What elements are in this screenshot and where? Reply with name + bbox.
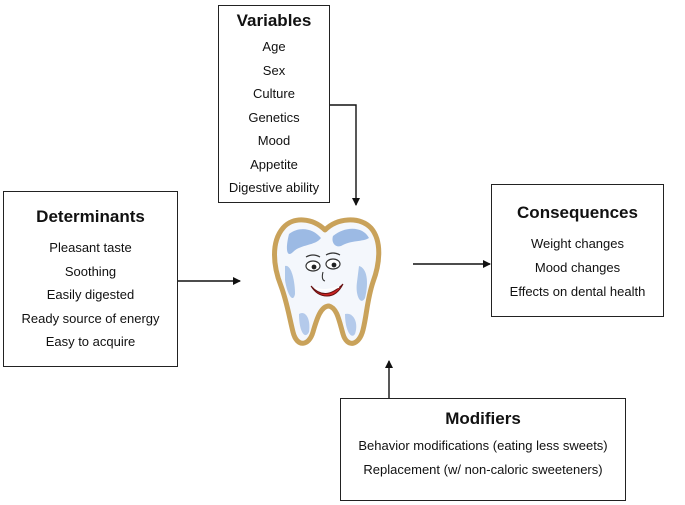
tooth-shading	[299, 312, 310, 336]
variables-item: Digestive ability	[228, 180, 320, 195]
determinants-title: Determinants	[36, 207, 145, 226]
variables-to-center-arrow	[330, 104, 360, 206]
tooth-shading	[356, 266, 367, 301]
tooth-body	[272, 217, 382, 346]
consequences-item: Weight changes	[531, 236, 624, 251]
modifiers-item: Replacement (w/ non-caloric sweeteners)	[363, 462, 603, 477]
tooth-shading	[286, 229, 321, 254]
determinants-item: Easily digested	[46, 287, 135, 302]
variables-box: Variables Age Sex Culture Genetics Mood …	[218, 5, 330, 203]
determinants-list: Pleasant taste Soothing Easily digested …	[4, 236, 177, 354]
variables-title: Variables	[236, 11, 312, 30]
variables-list: Age Sex Culture Genetics Mood Appetite D…	[219, 35, 329, 200]
variables-item: Sex	[262, 62, 286, 78]
teeth	[314, 286, 340, 291]
variables-item: Mood	[257, 133, 291, 148]
modifiers-list: Behavior modifications (eating less swee…	[341, 434, 625, 482]
consequences-title: Consequences	[517, 203, 638, 222]
variables-item: Genetics	[248, 109, 300, 125]
modifiers-box: Modifiers Behavior modifications (eating…	[340, 398, 626, 501]
consequences-box: Consequences Weight changes Mood changes…	[491, 184, 664, 317]
tooth-shading	[345, 313, 357, 336]
tooth-shading	[285, 265, 295, 299]
mouth-icon	[310, 283, 344, 297]
left-brow	[305, 254, 321, 258]
determinants-item: Ready source of energy	[21, 310, 160, 326]
variables-item: Culture	[253, 86, 295, 101]
left-pupil	[311, 264, 317, 270]
consequences-item: Mood changes	[534, 260, 621, 275]
modifiers-title: Modifiers	[445, 409, 521, 428]
right-pupil	[331, 262, 337, 268]
determinants-box: Determinants Pleasant taste Soothing Eas…	[3, 191, 178, 367]
variables-item: Appetite	[250, 156, 298, 172]
smiling-tooth-illustration	[272, 217, 382, 346]
consequences-list: Weight changes Mood changes Effects on d…	[492, 232, 663, 304]
determinants-item: Easy to acquire	[45, 334, 136, 349]
modifiers-item: Behavior modifications (eating less swee…	[358, 438, 608, 453]
determinants-item: Soothing	[64, 263, 117, 279]
determinants-item: Pleasant taste	[49, 240, 132, 255]
nose	[321, 271, 326, 282]
right-brow	[325, 252, 341, 256]
tooth-shading	[332, 228, 369, 247]
consequences-item: Effects on dental health	[509, 284, 646, 299]
variables-item: Age	[262, 39, 286, 54]
